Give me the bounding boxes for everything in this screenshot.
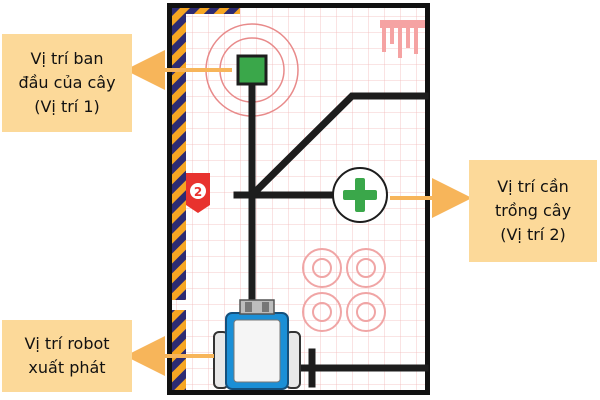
tree-start-square xyxy=(236,54,268,86)
robot-icon xyxy=(213,299,301,390)
callout-start-tree: Vị trí ban đầu của cây (Vị trí 1) xyxy=(2,34,132,132)
floor-decals xyxy=(302,248,386,332)
callout-plant-target: Vị trí cần trồng cây (Vị trí 2) xyxy=(469,160,597,262)
zone-marker-label: 2 xyxy=(194,185,202,199)
decal-4 xyxy=(346,292,386,332)
callout-arrows xyxy=(125,50,472,376)
robot-top-panel xyxy=(233,319,281,383)
decal-2 xyxy=(346,248,386,288)
decor-drips xyxy=(380,20,425,58)
hazard-stripe-top-left xyxy=(172,8,240,300)
hazard-stripe-bottom-left xyxy=(172,310,186,390)
track-diagonal xyxy=(247,92,429,200)
decal-1 xyxy=(302,248,342,288)
zone-marker: 2 xyxy=(186,173,210,213)
plant-target-icon xyxy=(332,167,388,223)
decal-3 xyxy=(302,292,342,332)
callout-robot-start: Vị trí robot xuất phát xyxy=(2,320,132,392)
